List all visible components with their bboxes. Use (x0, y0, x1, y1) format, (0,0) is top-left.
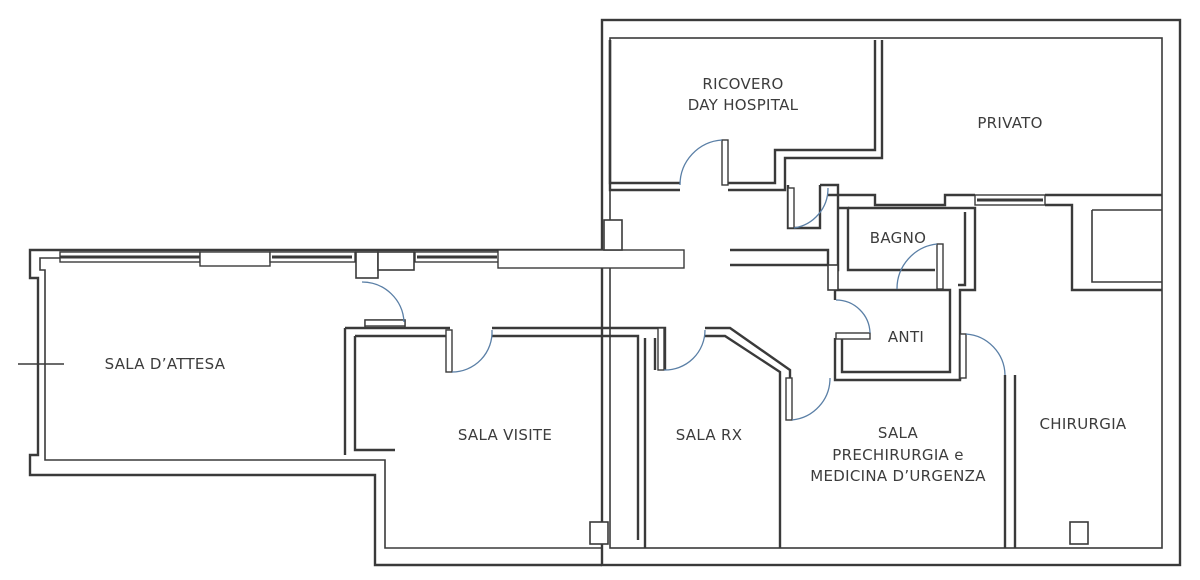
door-leaf (787, 187, 795, 229)
room-ricovero-walls (603, 40, 884, 251)
door-swing (451, 329, 493, 373)
wall (353, 336, 395, 452)
left-wing-inner-outline (39, 257, 602, 549)
column (827, 264, 839, 291)
wall (958, 212, 967, 287)
window (199, 251, 271, 267)
label-anti: ANTI (888, 328, 924, 346)
wall (355, 334, 452, 370)
label-ricovero-line2: DAY HOSPITAL (688, 96, 799, 114)
wall (492, 326, 667, 338)
label-sala-visite: SALA VISITE (458, 426, 552, 444)
door-leaf (959, 333, 967, 379)
door-swing (663, 329, 706, 371)
room-privato-walls (828, 193, 1162, 292)
door-swing (679, 139, 723, 186)
room-labels: RICOVERO DAY HOSPITAL PRIVATO BAGNO ANTI… (105, 75, 1127, 485)
outer-walls (18, 18, 1182, 567)
wall-segment (497, 249, 685, 269)
wall (838, 206, 935, 272)
door-swing (361, 281, 405, 323)
corridor-walls (343, 183, 840, 455)
wall (728, 40, 877, 185)
door-swing (965, 333, 1006, 376)
label-sala-rx: SALA RX (676, 426, 743, 444)
column (355, 251, 379, 279)
room-prechirurgia-chirurgia-walls (958, 340, 1089, 548)
column (1069, 521, 1089, 545)
label-bagno: BAGNO (870, 229, 926, 247)
label-ricovero-line1: RICOVERO (702, 75, 783, 93)
wall (1045, 203, 1162, 292)
wall (608, 40, 680, 185)
label-prechirurgia-line1: SALA (878, 424, 919, 442)
label-prechirurgia-line3: MEDICINA D’URGENZA (810, 467, 986, 485)
label-prechirurgia-line2: PRECHIRURGIA e (832, 446, 963, 464)
label-chirurgia: CHIRURGIA (1039, 415, 1126, 433)
door-leaf (936, 243, 944, 290)
wall (705, 334, 782, 548)
door-swing (791, 377, 831, 421)
column (377, 251, 415, 271)
wall (828, 193, 975, 207)
wall (705, 326, 792, 420)
wall (1091, 210, 1162, 283)
wall (833, 288, 952, 374)
column (589, 521, 609, 545)
door-leaf (657, 327, 665, 371)
door-leaf (835, 332, 871, 340)
right-block-outline (600, 18, 1182, 567)
door-swing (835, 299, 871, 334)
door-leaf (785, 377, 793, 421)
doors (361, 139, 1006, 421)
right-block-inner-outline (609, 37, 1163, 549)
door-leaf (721, 139, 729, 186)
label-privato: PRIVATO (977, 114, 1042, 132)
column (603, 219, 623, 251)
door-swing (896, 243, 938, 290)
corridor-windows (59, 249, 685, 279)
door-swing (793, 187, 829, 229)
wall (492, 334, 640, 540)
wall (728, 40, 884, 192)
wall (608, 40, 680, 192)
label-sala-attesa: SALA D’ATTESA (105, 355, 226, 373)
door-leaf (445, 329, 453, 373)
wall (833, 206, 977, 382)
wall (730, 248, 830, 265)
room-bagno-anti-walls (827, 206, 977, 382)
door-leaf (364, 319, 406, 327)
left-wing-outline (28, 248, 602, 567)
